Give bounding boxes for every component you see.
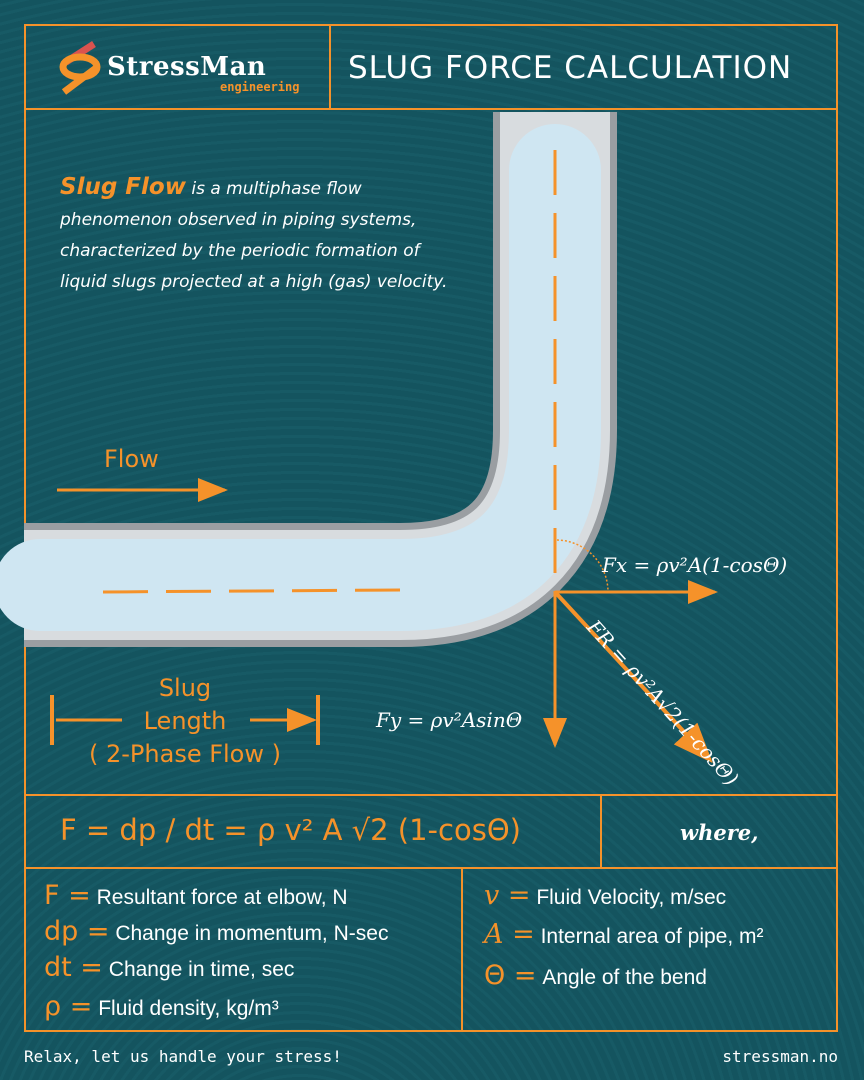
pipe-diagram <box>0 112 718 763</box>
brand-name: StressMan <box>107 52 267 82</box>
legend-item: dp = Change in momentum, N-sec <box>44 916 389 947</box>
fx-formula: Fx = ρv²A(1-cosΘ) <box>602 553 788 577</box>
logo-icon <box>59 41 101 95</box>
legend-item: ρ = Fluid density, kg/m³ <box>44 991 279 1022</box>
divider <box>461 867 463 1032</box>
footer-slogan: Relax, let us handle your stress! <box>24 1047 342 1066</box>
intro-highlight: Slug Flow <box>60 174 186 200</box>
slug-line: ( 2-Phase Flow ) <box>89 740 281 768</box>
brand-sub: engineering <box>220 80 300 94</box>
legend-item: v = Fluid Velocity, m/sec <box>484 880 727 911</box>
main-formula: F = dp / dt = ρ v² A √2 (1-cosΘ) <box>60 813 521 847</box>
slug-length-label: Slug Length ( 2-Phase Flow ) <box>60 672 310 771</box>
flow-label: Flow <box>104 445 159 473</box>
intro-body: is a multiphase flow phenomenon observed… <box>60 179 448 292</box>
legend-item: A = Internal area of pipe, m² <box>484 919 764 950</box>
page-title: SLUG FORCE CALCULATION <box>348 50 793 86</box>
liquid <box>0 124 601 631</box>
fy-formula: Fy = ρv²AsinΘ <box>376 708 523 732</box>
legend-item: dt = Change in time, sec <box>44 952 295 983</box>
divider <box>329 24 331 110</box>
footer-url[interactable]: stressman.no <box>722 1047 838 1066</box>
divider <box>24 867 838 869</box>
divider <box>24 108 838 110</box>
legend-item: F = Resultant force at elbow, N <box>44 880 348 911</box>
divider <box>24 794 838 796</box>
where-label: where, <box>680 820 759 845</box>
slug-line: Length <box>143 707 227 735</box>
slug-line: Slug <box>158 674 212 702</box>
intro-text: Slug Flow is a multiphase flow phenomeno… <box>60 172 460 298</box>
divider <box>600 794 602 868</box>
legend-item: Θ = Angle of the bend <box>484 960 707 991</box>
